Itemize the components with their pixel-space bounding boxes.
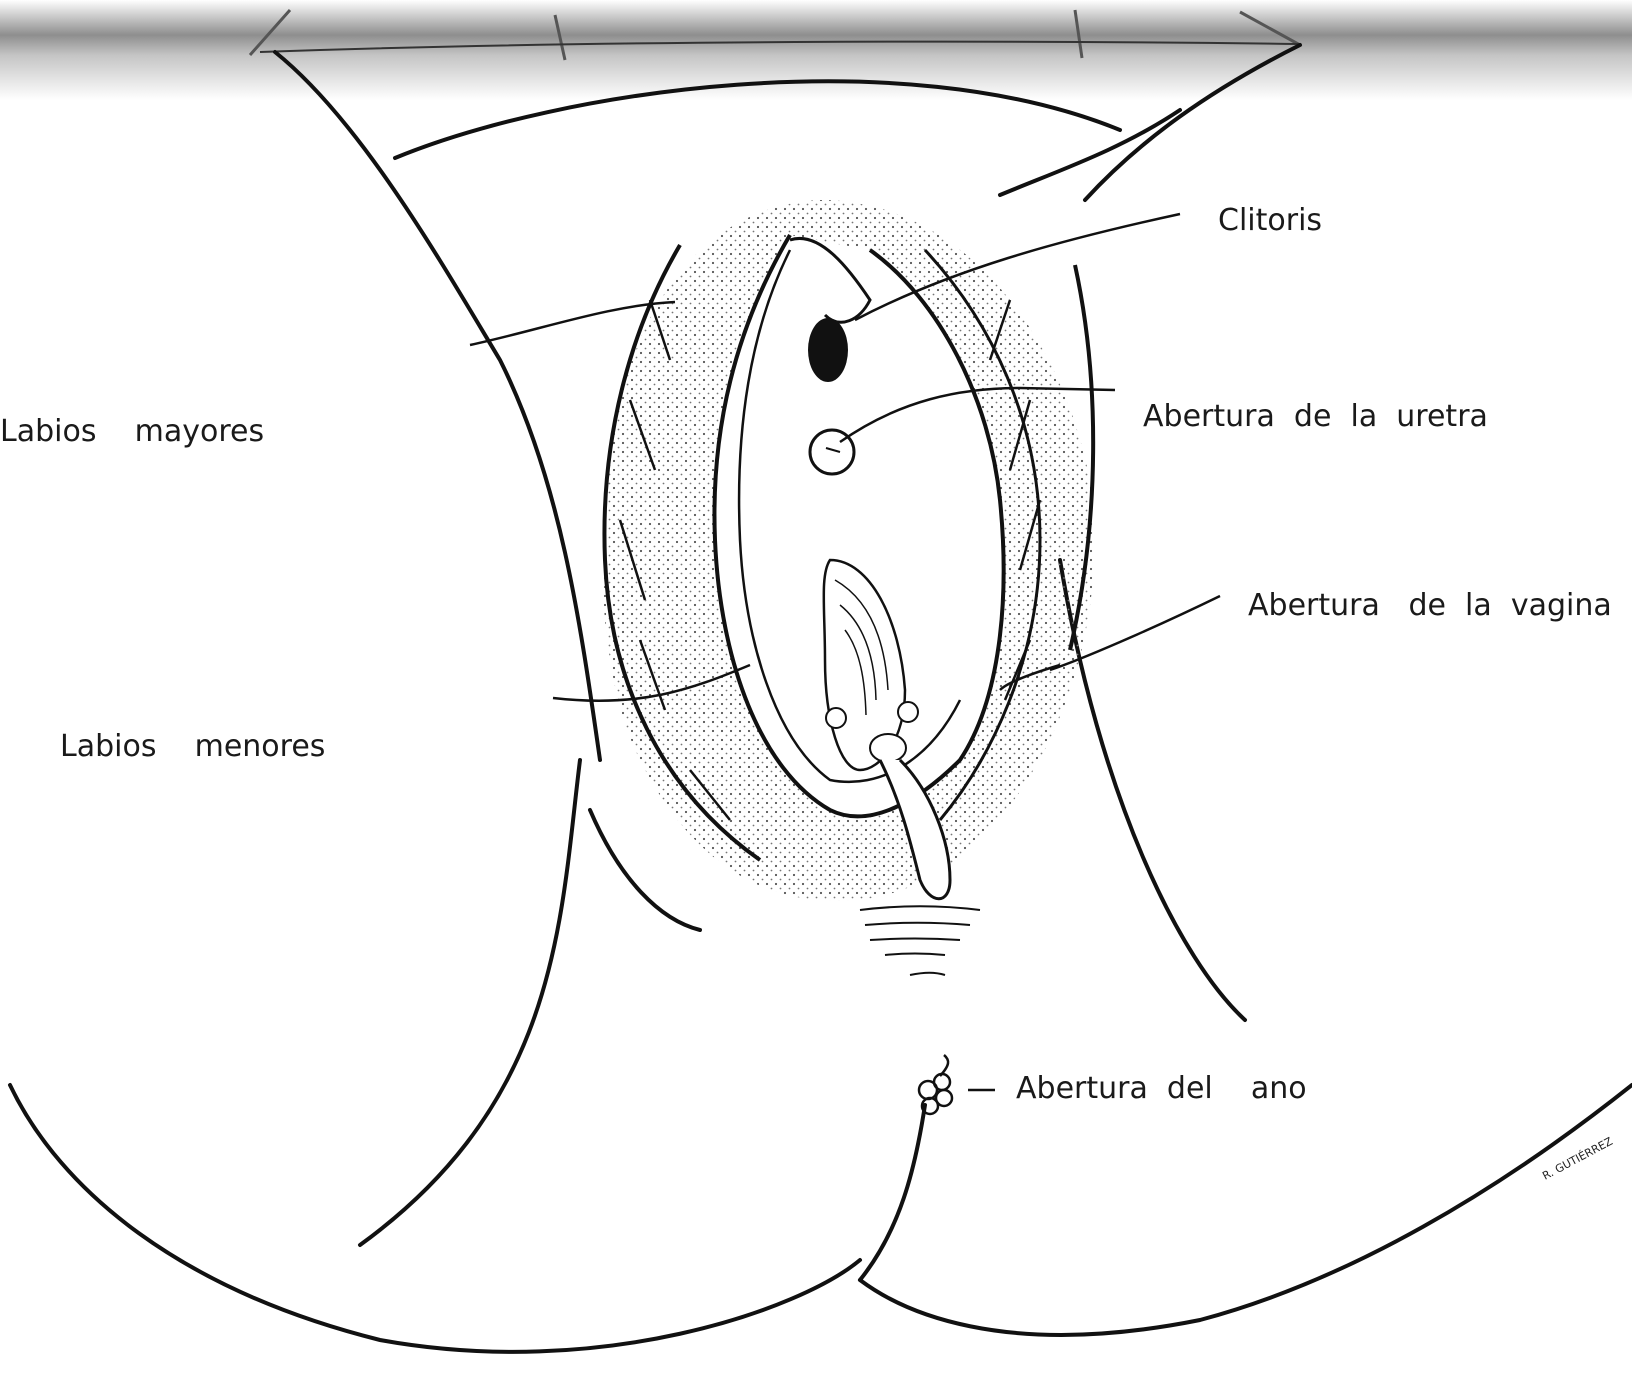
vulva-illustration: [603, 200, 1095, 975]
page-top-edge: [0, 0, 1632, 100]
label-abertura-ano: Abertura del ano: [1016, 1071, 1307, 1106]
label-abertura-uretra: Abertura de la uretra: [1143, 399, 1488, 434]
label-labios-menores: Labios menores: [60, 729, 325, 764]
label-clitoris: Clitoris: [1218, 203, 1322, 238]
label-abertura-vagina: Abertura de la vagina: [1248, 588, 1612, 623]
artist-signature: R. GUTIÉRREZ: [1540, 1135, 1615, 1183]
label-labios-mayores: Labios mayores: [0, 414, 264, 449]
